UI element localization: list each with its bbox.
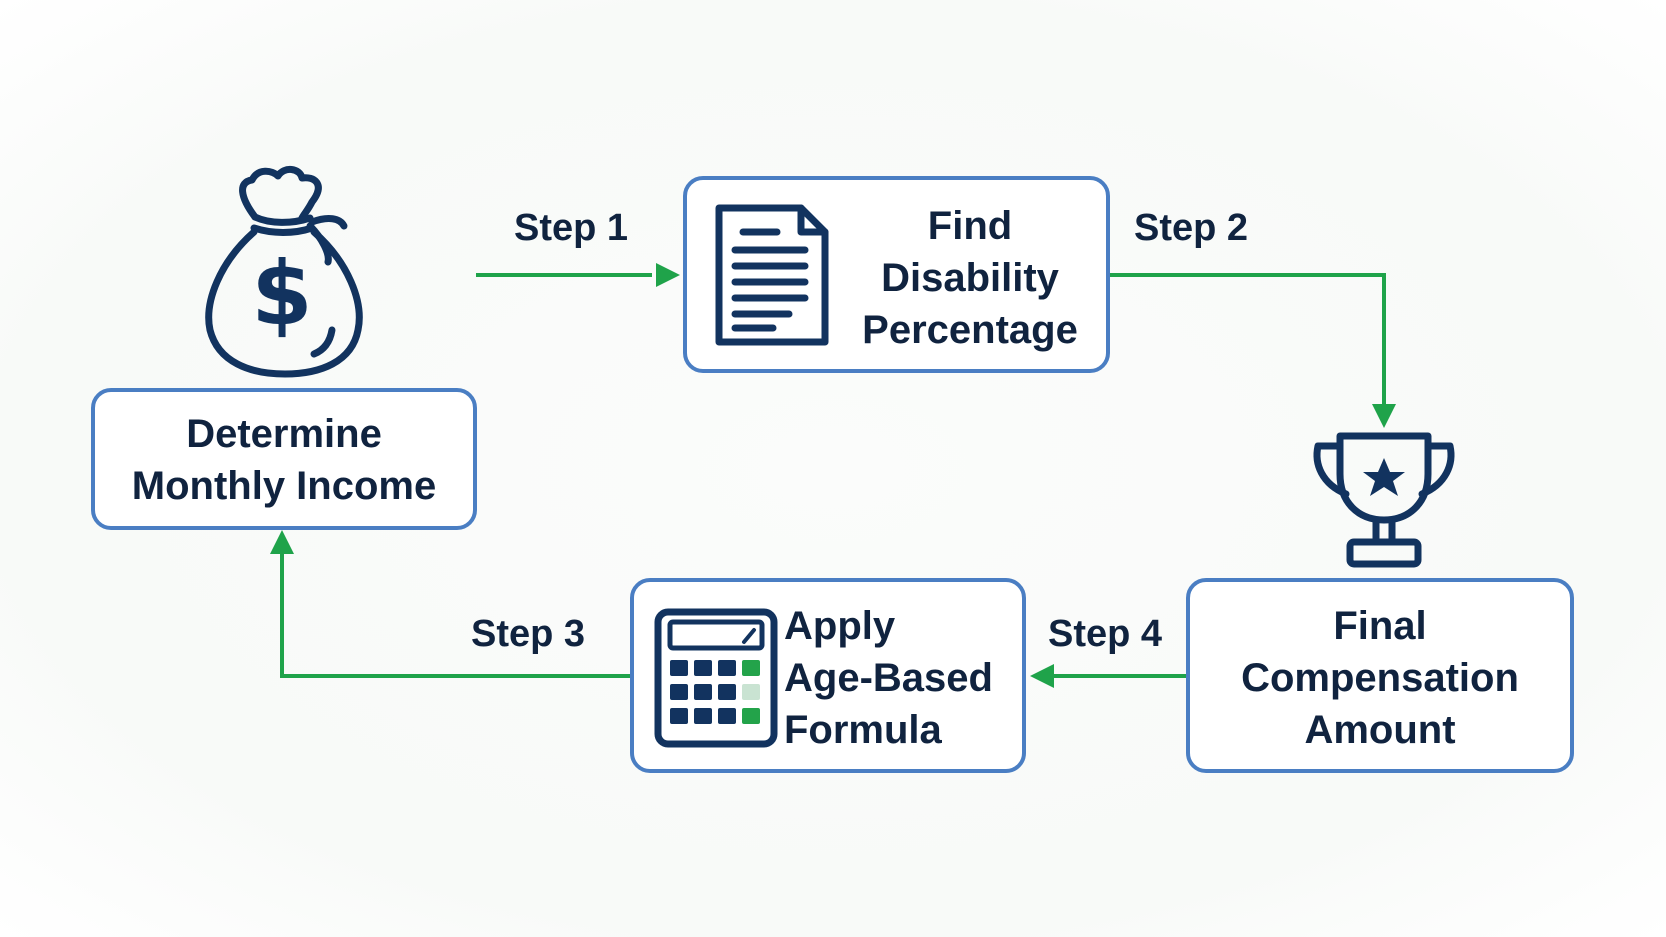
node-label-disability: Find Disability Percentage [847, 200, 1093, 356]
document-icon [715, 204, 829, 346]
compensation-line-3: Amount [1304, 708, 1456, 752]
money-bag-icon: $ [205, 166, 363, 378]
monthly-income-line-1: Determine [186, 412, 382, 456]
age-formula-line-1: Apply [784, 604, 896, 648]
trophy-icon [1313, 432, 1455, 568]
node-label-monthly-income: Determine Monthly Income [95, 408, 473, 512]
step2-arrow [1108, 273, 1396, 428]
node-label-age-formula: Apply Age-Based Formula [784, 600, 1004, 756]
node-label-compensation: Final Compensation Amount [1190, 600, 1570, 756]
node-determine-monthly-income: Determine Monthly Income [91, 388, 477, 530]
step1-label: Step 1 [514, 207, 629, 249]
calculator-icon [654, 608, 778, 748]
step1-arrow [476, 263, 680, 287]
disability-line-3: Percentage [862, 308, 1078, 352]
node-final-compensation-amount: Final Compensation Amount [1186, 578, 1574, 773]
step4-label: Step 4 [1048, 613, 1163, 655]
age-formula-line-2: Age-Based [784, 656, 993, 700]
step2-label: Step 2 [1134, 207, 1249, 249]
compensation-line-1: Final [1333, 604, 1427, 648]
node-apply-age-based-formula: Apply Age-Based Formula [630, 578, 1026, 773]
svg-text:$: $ [251, 242, 312, 345]
age-formula-line-3: Formula [784, 708, 942, 752]
disability-line-2: Disability [881, 256, 1059, 300]
step4-arrow [1030, 664, 1186, 688]
node-find-disability-percentage: Find Disability Percentage [683, 176, 1110, 373]
monthly-income-line-2: Monthly Income [131, 464, 437, 508]
step3-label: Step 3 [471, 613, 586, 655]
disability-line-1: Find [927, 204, 1013, 248]
step3-arrow [270, 530, 630, 678]
compensation-line-2: Compensation [1241, 656, 1519, 700]
